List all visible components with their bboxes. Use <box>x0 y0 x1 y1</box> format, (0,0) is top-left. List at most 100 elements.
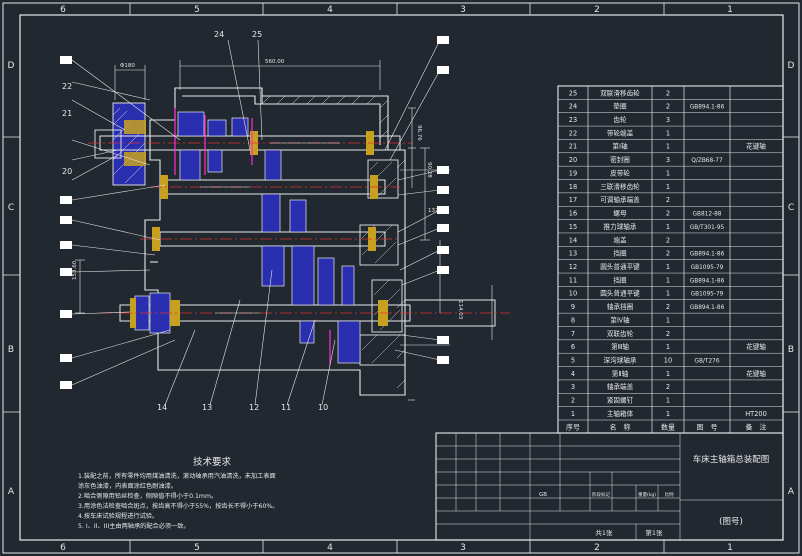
bom-header-cell: 序号 <box>566 423 580 432</box>
bom-cell-no: 2 <box>571 397 575 405</box>
callout-number: 12 <box>249 403 259 412</box>
bom-cell-note: 花键轴 <box>746 142 766 151</box>
weight-label: 重量(kg) <box>638 491 656 498</box>
tech-req-line: 1.装配之前，所有零件均用煤油清洗，滚动轴承用汽油清洗，未加工表面 <box>78 472 276 480</box>
bom-cell-qty: 1 <box>666 410 670 418</box>
sheet-number: 第1张 <box>645 528 663 537</box>
col-label-bottom: 3 <box>460 543 466 553</box>
row-label-right: B <box>788 345 794 355</box>
bom-cell-name: 第Ⅱ轴 <box>612 369 629 378</box>
bom-cell-no: 9 <box>571 303 575 311</box>
dim-text: Φ180 <box>120 63 135 69</box>
bom-row-lines <box>558 99 783 421</box>
bom-cell-no: 20 <box>569 156 577 164</box>
bom-cell-no: 10 <box>569 290 577 298</box>
centerlines <box>88 142 510 314</box>
bom-cell-no: 23 <box>569 116 577 124</box>
col-label-top: 5 <box>194 5 200 15</box>
bom-cell-code: GB812-88 <box>692 212 721 218</box>
bom-cell-name: 圆头普通平键 <box>600 262 640 271</box>
bom-cell-qty: 1 <box>666 223 670 231</box>
bom-header-cell: 名 称 <box>610 423 631 432</box>
bom-cell-qty: 1 <box>666 263 670 271</box>
bom-cell-code: GB894.1-86 <box>690 278 725 284</box>
bom-cell-name: 第Ⅲ轴 <box>611 342 629 351</box>
bom-cell-no: 22 <box>569 129 577 137</box>
bom-cell-name: 双联滑移齿轮 <box>600 88 640 97</box>
bom-cell-qty: 2 <box>666 303 670 311</box>
row-label-left: C <box>8 203 14 213</box>
col-label-bottom: 4 <box>327 543 333 553</box>
bom-cell-name: 第Ⅳ轴 <box>610 315 630 324</box>
bom-cell-no: 21 <box>569 143 577 151</box>
bom-cell-qty: 1 <box>666 290 670 298</box>
bom-cell-code: GB1095-79 <box>691 265 724 271</box>
col-label-top: 4 <box>327 5 333 15</box>
bom-cell-no: 11 <box>569 276 577 284</box>
bom-cell-no: 5 <box>571 357 575 365</box>
bom-header-cell: 图 号 <box>697 424 718 432</box>
row-label-left: D <box>8 61 15 71</box>
col-label-top: 1 <box>727 5 733 15</box>
housing-outline <box>144 87 406 396</box>
bom-cell-no: 19 <box>569 169 577 177</box>
bom-cell-qty: 1 <box>666 143 670 151</box>
col-label-bottom: 5 <box>194 543 200 553</box>
bom-cell-note: 花键轴 <box>746 369 766 378</box>
bom-cell-qty: 1 <box>666 276 670 284</box>
bom-cell-no: 12 <box>569 263 577 271</box>
bom-cell-name: 轴承端盖 <box>607 382 634 391</box>
row-label-right: A <box>788 487 795 497</box>
sheet-total: 共1张 <box>595 528 613 537</box>
bom-cell-code: GB894.1-86 <box>690 252 725 258</box>
bom-cell-qty: 3 <box>666 156 670 164</box>
bom-cell-no: 4 <box>571 370 575 378</box>
bom-cell-code: GB/T301-95 <box>690 225 725 231</box>
bom-cell-name: 深沟球轴承 <box>604 356 637 365</box>
bom-cell-name: 主轴箱体 <box>607 409 634 418</box>
bom-cell-name: 第Ⅰ轴 <box>612 142 628 151</box>
bom-cell-no: 3 <box>571 383 575 391</box>
dim-text: 153.60 <box>72 260 78 280</box>
section-lines <box>174 108 331 365</box>
bom-cell-no: 24 <box>569 103 577 111</box>
tech-req-line: 4.按车床试验规程进行试验。 <box>78 512 158 520</box>
dim-text: 114.03 <box>457 300 463 320</box>
callout-number: 22 <box>62 82 72 91</box>
bom-cell-qty: 1 <box>666 397 670 405</box>
col-label-bottom: 1 <box>727 543 733 553</box>
bom-cell-code: Q/ZB68-77 <box>691 158 723 164</box>
col-label-top: 6 <box>60 5 66 15</box>
bom-cell-qty: 10 <box>664 357 672 365</box>
pulley-bearing-top <box>124 120 146 134</box>
row-label-right: D <box>788 61 795 71</box>
dimension-lines <box>75 60 493 401</box>
bom-cell-code: GB/T276 <box>694 359 719 365</box>
bom-cell-qty: 2 <box>666 383 670 391</box>
bom-cell-no: 7 <box>571 330 575 338</box>
bom-cell-name: 皮带轮 <box>610 168 630 177</box>
wall-hatch <box>261 95 406 389</box>
bom-cell-qty: 1 <box>666 316 670 324</box>
bom-cell-qty: 2 <box>666 250 670 258</box>
material-code: GB <box>539 492 547 498</box>
callout-number: 20 <box>62 167 72 176</box>
bom-cell-name: 双联齿轮 <box>607 329 634 338</box>
dim-text: 560.00 <box>265 59 285 65</box>
bom-cell-no: 17 <box>569 196 577 204</box>
col-label-bottom: 2 <box>594 543 600 553</box>
col-label-top: 3 <box>460 5 466 15</box>
bom-cell-qty: 2 <box>666 236 670 244</box>
drawing-title: 车床主轴箱总装配图 <box>693 454 770 465</box>
pulley-bearing-bottom <box>124 152 146 166</box>
bom-cell-qty: 3 <box>666 116 670 124</box>
callout-numbers: 24 25 22 21 20 14 13 12 11 10 <box>62 30 328 412</box>
bom-cell-no: 8 <box>571 316 575 324</box>
bom-cell-name: 紧固螺钉 <box>607 396 634 405</box>
bom-cell-qty: 2 <box>666 103 670 111</box>
bom-cell-name: 齿轮 <box>613 115 627 124</box>
dim-text: 90.28 <box>426 162 432 178</box>
callout-number: 10 <box>318 403 328 412</box>
